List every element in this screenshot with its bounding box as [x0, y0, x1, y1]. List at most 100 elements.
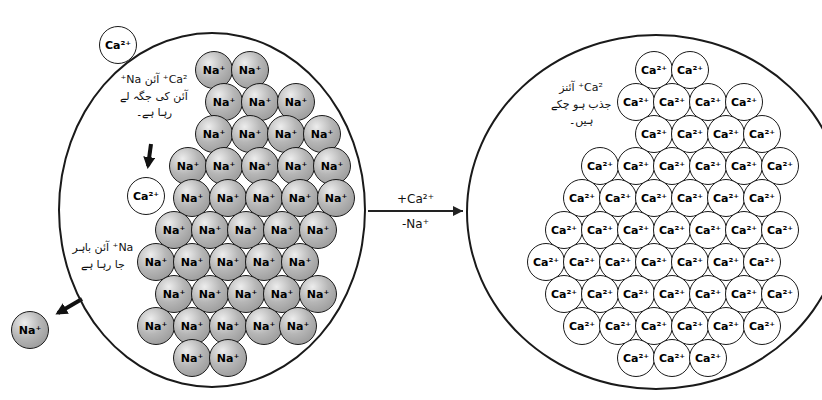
ion-label: Ca²⁺: [533, 257, 559, 268]
ion-label: Ca²⁺: [749, 129, 775, 140]
ion-label: Ca²⁺: [731, 161, 757, 172]
ion-label: Ca²⁺: [659, 289, 685, 300]
ion-label: Ca²⁺: [713, 321, 739, 332]
sodium-ion: Na⁺: [137, 307, 175, 345]
ion-label: Ca²⁺: [623, 353, 649, 364]
ion-label: Na⁺: [253, 257, 275, 268]
ion-label: Na⁺: [249, 97, 271, 108]
ion-label: Na⁺: [285, 97, 307, 108]
ion-label: Ca²⁺: [641, 193, 667, 204]
ion-label: Na⁺: [271, 225, 293, 236]
ion-label: Ca²⁺: [641, 321, 667, 332]
ion-label: Ca²⁺: [569, 193, 595, 204]
calcium-ion: Ca²⁺: [653, 339, 691, 377]
ion-label: Ca²⁺: [659, 353, 685, 364]
ion-label: Ca²⁺: [677, 257, 703, 268]
ion-label: Ca²⁺: [587, 289, 613, 300]
ion-label: Ca²⁺: [641, 129, 667, 140]
ion-label: Na⁺: [177, 161, 199, 172]
calcium-ion: Ca²⁺: [689, 339, 727, 377]
ion-label: Na⁺: [217, 257, 239, 268]
ion-label: Na⁺: [199, 225, 221, 236]
ion-label: Ca²⁺: [749, 257, 775, 268]
ion-label: Na⁺: [239, 65, 261, 76]
sodium-ion: Na⁺: [173, 339, 211, 377]
ion-label: Ca²⁺: [767, 289, 793, 300]
note-text: Ca²⁺ آئن Na⁺ آئن کی جگہ لے رہا ہے۔: [116, 72, 192, 122]
ion-label: Ca²⁺: [641, 257, 667, 268]
calcium-ion: Ca²⁺: [617, 339, 655, 377]
ion-label: Na⁺: [253, 321, 275, 332]
ion-label: Na⁺: [145, 321, 167, 332]
leader-arrow: [58, 299, 82, 313]
calcium-ion: Ca²⁺: [563, 307, 601, 345]
ion-label: Ca²⁺: [105, 40, 131, 51]
ion-label: Ca²⁺: [551, 289, 577, 300]
ion-label: Ca²⁺: [731, 225, 757, 236]
calcium-ion: Ca²⁺: [743, 307, 781, 345]
ion-label: Ca²⁺: [623, 225, 649, 236]
arrow-label: -Na⁺: [400, 217, 431, 231]
ion-label: Na⁺: [321, 161, 343, 172]
ion-label: Ca²⁺: [587, 225, 613, 236]
ion-label: Na⁺: [285, 161, 307, 172]
ion-label: Na⁺: [249, 161, 271, 172]
ion-label: Ca²⁺: [695, 225, 721, 236]
note-text: Ca²⁺ آئنز جذب ہو چکے ہیں۔: [548, 80, 614, 130]
ion-label: Ca²⁺: [713, 257, 739, 268]
ion-label: Na⁺: [181, 257, 203, 268]
ion-label: Ca²⁺: [677, 65, 703, 76]
ion-label: Ca²⁺: [713, 129, 739, 140]
ion-label: Na⁺: [181, 193, 203, 204]
ion-label: Na⁺: [203, 65, 225, 76]
ion-label: Na⁺: [289, 193, 311, 204]
ion-label: Ca²⁺: [605, 321, 631, 332]
ion-label: Na⁺: [275, 129, 297, 140]
ion-label: Ca²⁺: [677, 321, 703, 332]
ion-label: Ca²⁺: [623, 97, 649, 108]
sodium-ion: Na⁺: [11, 311, 49, 349]
ion-label: Na⁺: [271, 289, 293, 300]
ion-label: Na⁺: [307, 289, 329, 300]
ion-label: Na⁺: [325, 193, 347, 204]
ion-label: Na⁺: [239, 129, 261, 140]
ion-label: Ca²⁺: [749, 321, 775, 332]
ion-label: Ca²⁺: [587, 161, 613, 172]
ion-label: Ca²⁺: [641, 65, 667, 76]
ion-label: Ca²⁺: [695, 161, 721, 172]
ion-label: Na⁺: [311, 129, 333, 140]
sodium-ion: Na⁺: [209, 339, 247, 377]
exchanger-particle: Ca²⁺ آئن Na⁺ آئن کی جگہ لے رہا ہے۔ Na⁺ آئ…: [58, 32, 366, 388]
ion-label: Na⁺: [181, 321, 203, 332]
ion-label: Ca²⁺: [695, 289, 721, 300]
calcium-ion: Ca²⁺: [99, 26, 137, 64]
ion-label: Na⁺: [213, 161, 235, 172]
ion-label: Ca²⁺: [659, 161, 685, 172]
ion-label: Ca²⁺: [623, 289, 649, 300]
note-text: Na⁺ آئن باہر جا رہا ہے: [70, 240, 136, 273]
ion-label: Ca²⁺: [731, 289, 757, 300]
ion-label: Ca²⁺: [767, 161, 793, 172]
ion-label: Ca²⁺: [677, 193, 703, 204]
ion-label: Na⁺: [199, 289, 221, 300]
sodium-ion: Na⁺: [245, 307, 283, 345]
ion-label: Ca²⁺: [695, 97, 721, 108]
ion-label: Na⁺: [307, 225, 329, 236]
ion-label: Na⁺: [217, 193, 239, 204]
ion-label: Ca²⁺: [767, 225, 793, 236]
ion-label: Ca²⁺: [659, 97, 685, 108]
ion-label: Ca²⁺: [133, 191, 159, 202]
ion-label: Na⁺: [217, 321, 239, 332]
ion-label: Ca²⁺: [551, 225, 577, 236]
ion-label: Na⁺: [181, 353, 203, 364]
ion-label: Na⁺: [19, 325, 41, 336]
ion-label: Ca²⁺: [569, 257, 595, 268]
ion-label: Ca²⁺: [659, 225, 685, 236]
ion-label: Ca²⁺: [713, 193, 739, 204]
ion-label: Na⁺: [235, 225, 257, 236]
ion-label: Na⁺: [163, 289, 185, 300]
ion-label: Na⁺: [203, 129, 225, 140]
arrow-label: +Ca²⁺: [395, 192, 436, 206]
ion-label: Na⁺: [235, 289, 257, 300]
